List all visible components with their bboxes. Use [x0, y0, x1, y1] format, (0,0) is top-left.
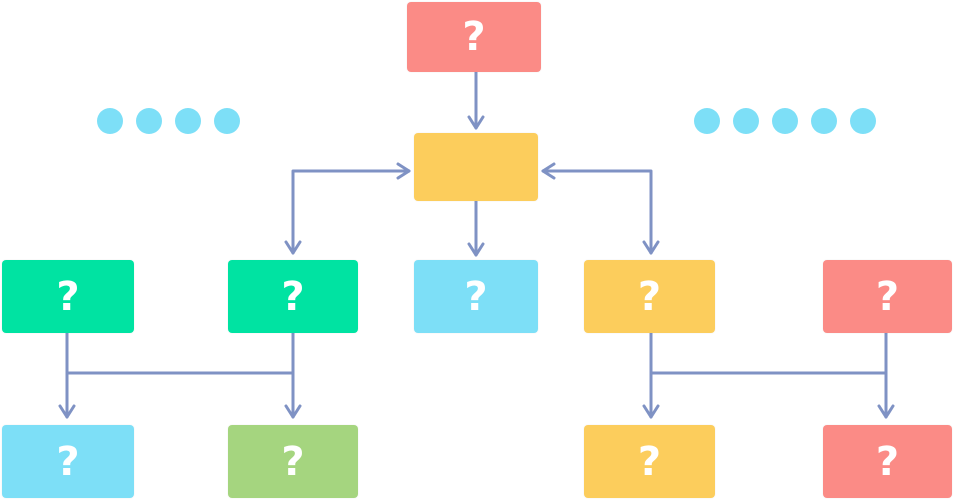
arrowhead-bottom-right-inner: [642, 404, 660, 419]
ellipsis-left-dot: [136, 108, 162, 134]
ellipsis-right-dot: [811, 108, 837, 134]
arrowhead-center-right: [541, 162, 556, 180]
mid-left-outer-node[interactable]: ?: [2, 260, 134, 333]
arrowhead-mid-center: [467, 242, 485, 257]
connector-center-right: [541, 169, 653, 255]
ellipsis-left-dot: [97, 108, 123, 134]
ellipsis-right-dot: [772, 108, 798, 134]
bottom-left-outer-node[interactable]: ?: [2, 425, 134, 498]
arrowhead-center-left: [396, 162, 411, 180]
mid-center-node[interactable]: ?: [414, 260, 538, 333]
arrowhead-mid-right-inner: [642, 240, 660, 255]
top-node[interactable]: ?: [407, 2, 541, 72]
ellipsis-left-dot: [175, 108, 201, 134]
mid-left-inner-node[interactable]: ?: [228, 260, 358, 333]
arrowhead-center: [467, 115, 485, 130]
ellipsis-right-dot: [694, 108, 720, 134]
center-node[interactable]: [414, 133, 538, 201]
ellipsis-left-dot: [214, 108, 240, 134]
bottom-left-inner-node[interactable]: ?: [228, 425, 358, 498]
mid-right-inner-node[interactable]: ?: [584, 260, 715, 333]
ellipsis-right-dot: [733, 108, 759, 134]
bottom-right-inner-node[interactable]: ?: [584, 425, 715, 498]
mid-right-outer-node[interactable]: ?: [823, 260, 952, 333]
arrowhead-mid-left-inner: [284, 240, 302, 255]
arrowhead-bottom-right-outer: [877, 404, 895, 419]
ellipsis-right-dot: [850, 108, 876, 134]
connector-center-left: [291, 169, 411, 255]
arrowhead-bottom-left-inner: [284, 404, 302, 419]
arrowhead-bottom-left-outer: [58, 404, 76, 419]
bottom-right-outer-node[interactable]: ?: [823, 425, 952, 498]
